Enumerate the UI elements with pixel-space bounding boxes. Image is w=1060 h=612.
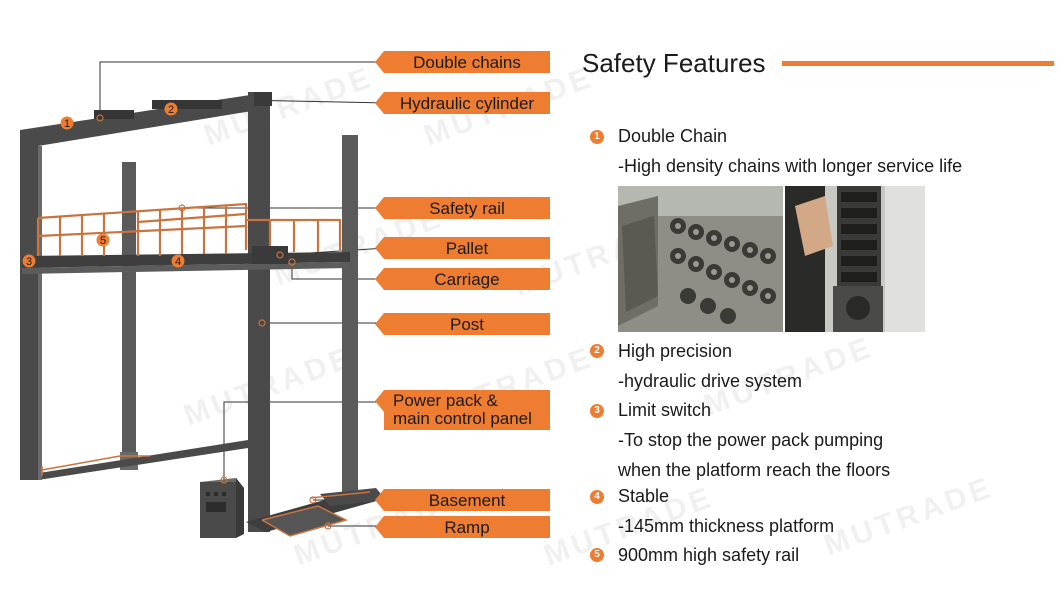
feature-3-title: Limit switch [618, 400, 712, 420]
label-carriage: Carriage [375, 268, 550, 290]
chain-photo-left [618, 186, 783, 332]
label-basement: Basement [375, 489, 550, 511]
label-power-pack-line1: Power pack & [393, 391, 498, 410]
feature-4-title: Stable [618, 486, 670, 506]
feature-3-detail: -To stop the power pack pumping [618, 430, 884, 450]
feature-5-title: 900mm high safety rail [618, 545, 800, 565]
feature-3-detail-2: when the platform reach the floors [618, 460, 891, 480]
feature-1-detail: -High density chains with longer service… [618, 156, 963, 176]
marker-3 [22, 254, 36, 268]
feature-1-title: Double Chain [618, 126, 728, 146]
parking-lift-illustration: 1 2 3 4 5 [20, 61, 387, 538]
feature-1-number: 1 [590, 130, 604, 144]
marker-5-label: 5 [100, 235, 106, 247]
feature-2-title: High precision [618, 341, 733, 361]
label-power-pack: Power pack & main control panel [375, 390, 550, 430]
feature-5-number: 5 [590, 548, 604, 562]
label-post: Post [375, 313, 550, 335]
feature-4-number: 4 [590, 490, 604, 504]
title-accent-bar [782, 61, 1054, 66]
marker-5 [96, 233, 110, 247]
marker-1 [60, 116, 74, 130]
label-power-pack-line2: main control panel [393, 409, 532, 428]
label-hydraulic-cylinder: Hydraulic cylinder [375, 92, 550, 114]
marker-2-label: 2 [168, 104, 174, 116]
feature-4-detail: -145mm thickness platform [618, 516, 835, 536]
label-double-chains: Double chains [375, 51, 550, 73]
feature-3-number: 3 [590, 404, 604, 418]
marker-3-label: 3 [26, 256, 32, 268]
label-safety-rail: Safety rail [375, 197, 550, 219]
feature-2-number: 2 [590, 344, 604, 358]
chain-photo-right [785, 186, 925, 332]
section-title: Safety Features [582, 48, 766, 78]
label-pallet: Pallet [375, 237, 550, 259]
label-ramp: Ramp [375, 516, 550, 538]
marker-4-label: 4 [175, 256, 181, 268]
marker-1-label: 1 [64, 118, 70, 130]
marker-2 [164, 102, 178, 116]
marker-4 [171, 254, 185, 268]
feature-2-detail: -hydraulic drive system [618, 371, 803, 391]
watermark: MUTRADE [819, 470, 999, 563]
